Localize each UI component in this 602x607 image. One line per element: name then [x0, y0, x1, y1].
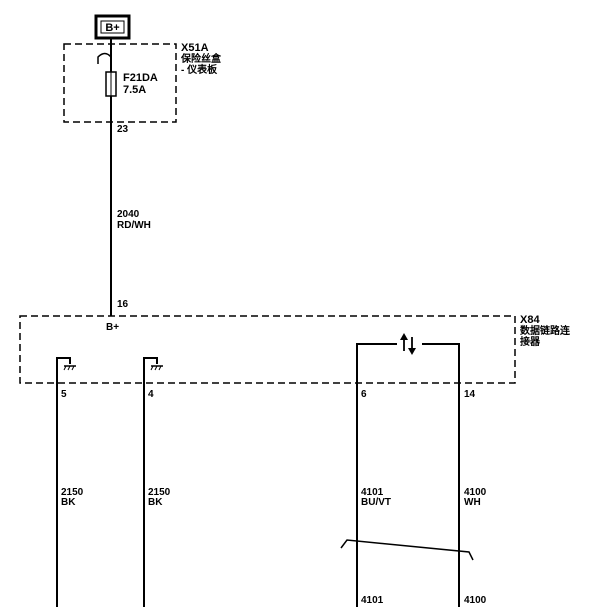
pin-label-14: 14: [464, 389, 476, 400]
ground-symbol-pin-4: [143, 357, 163, 607]
connector-in-label: B+: [106, 322, 119, 333]
wire-circuit-pin-4: 2150: [148, 487, 171, 498]
fuse-box-outline: [63, 43, 177, 123]
wire-color-pin-6: BU/VT: [361, 497, 391, 508]
fuse-box-name-1: 保险丝盒: [180, 52, 222, 65]
wire-color-pin-5: BK: [61, 497, 76, 508]
wire-circuit-pin-6: 4101: [361, 487, 384, 498]
fuse-box-name-2: - 仪表板: [181, 63, 218, 76]
connector-name-2: 接器: [520, 335, 541, 348]
bidirectional-arrow-icon: [400, 333, 416, 355]
power-source-label: B+: [105, 22, 119, 34]
wire-color-pin-4: BK: [148, 497, 163, 508]
connector-outline: [19, 315, 516, 384]
wire-circuit-pin-5: 2150: [61, 487, 84, 498]
data-bus: [356, 343, 460, 607]
wire-feed-circuit: 2040: [117, 209, 140, 220]
wire-color-pin-14: WH: [464, 497, 481, 508]
connector-in-pin: 16: [117, 299, 129, 310]
fuse-box-out-pin: 23: [117, 124, 129, 135]
connector-name-1: 数据链路连: [520, 324, 571, 337]
fuse-rating: 7.5A: [123, 84, 146, 96]
pin-label-6: 6: [361, 389, 367, 400]
wire-feed-color: RD/WH: [117, 220, 151, 231]
pin-label-5: 5: [61, 389, 67, 400]
power-source-box: B+: [94, 14, 131, 40]
fuse-box-id: X51A: [181, 42, 209, 54]
fuse-id: F21DA: [123, 72, 158, 84]
pin-label-4: 4: [148, 389, 154, 400]
wire-circuit-pin-14: 4100: [464, 487, 487, 498]
connector-id: X84: [520, 314, 540, 326]
wire-continue-pin-14: 4100: [464, 595, 487, 606]
wire-continue-pin-6: 4101: [361, 595, 384, 606]
twisted-pair-symbol: [340, 539, 474, 561]
ground-symbol-pin-5: [56, 357, 76, 607]
fuse-terminal-symbol: [97, 52, 112, 64]
